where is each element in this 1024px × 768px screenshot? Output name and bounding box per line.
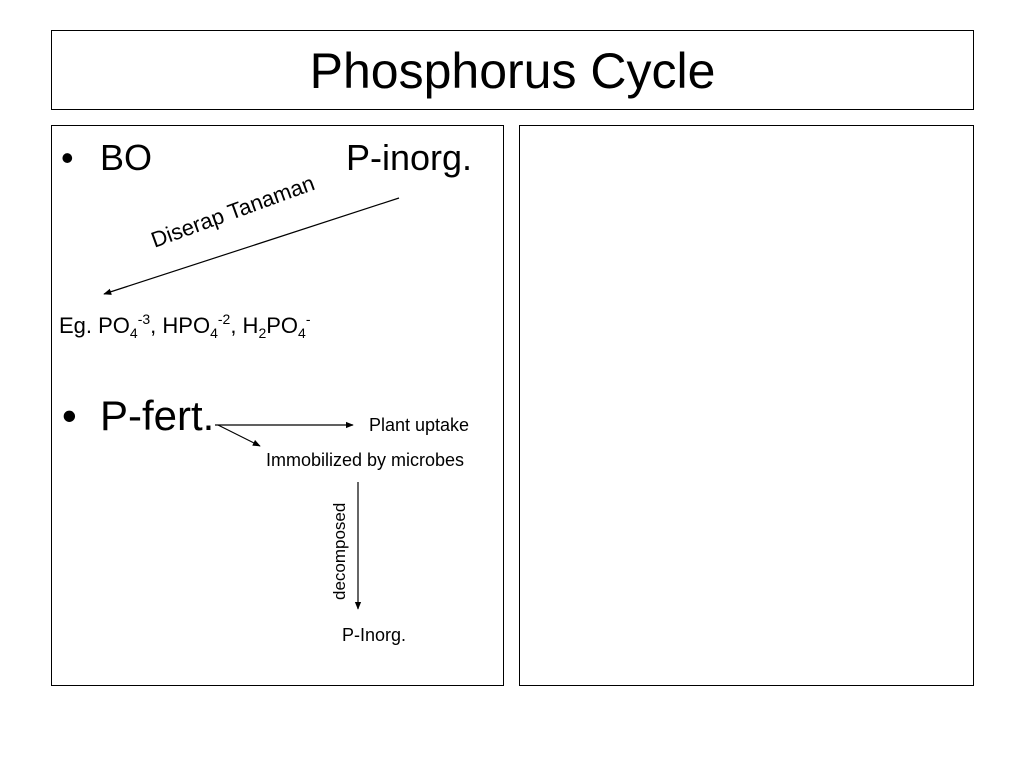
bullet-1-p-inorg: P-inorg. (346, 137, 473, 178)
bullet-1-marker: • (61, 137, 74, 178)
bullet-2-marker: • (62, 392, 77, 439)
title-box: Phosphorus Cycle (51, 30, 974, 110)
label-p-inorg-end: P-Inorg. (342, 625, 407, 645)
label-plant-uptake: Plant uptake (369, 415, 470, 435)
label-decomposed: decomposed (330, 502, 349, 600)
bullet-2-p-fert: P-fert. (100, 392, 215, 439)
phosphate-formula: Eg. PO4-3, HPO4-2, H2PO4- (59, 311, 311, 341)
slide-title: Phosphorus Cycle (309, 43, 716, 99)
right-content-panel (519, 125, 974, 686)
bullet-1-bo: BO (100, 137, 153, 178)
label-immobilized: Immobilized by microbes (266, 450, 465, 470)
